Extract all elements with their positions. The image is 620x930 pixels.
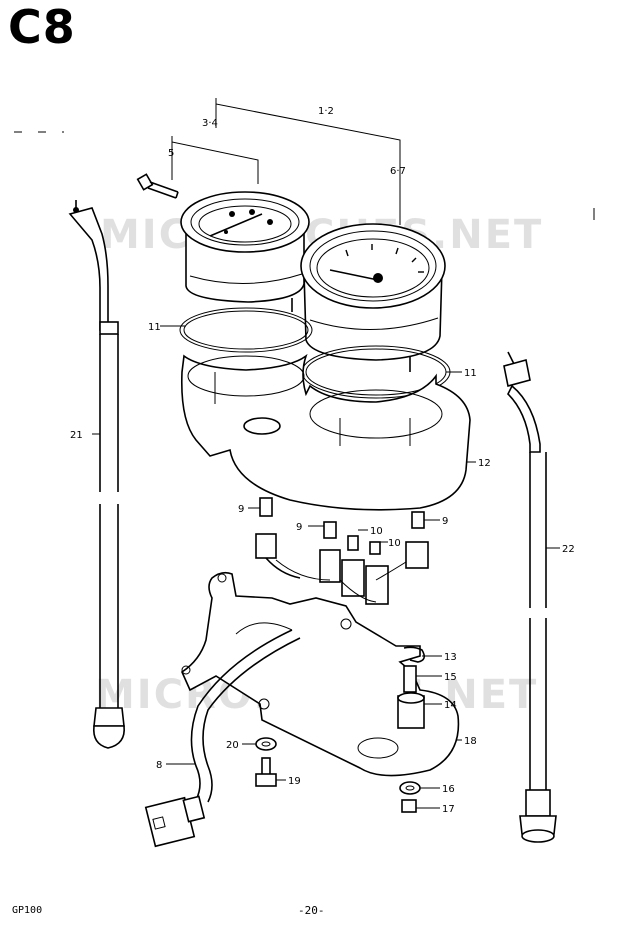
part-10-socket-b [365,541,389,605]
callout-12: 12 [478,458,491,469]
part-15-spacer [403,665,417,693]
callout-8: 8 [156,760,162,771]
callout-20: 20 [226,740,239,751]
footer-page-number: -20- [298,904,325,917]
callout-9-b: 9 [296,522,302,533]
callout-22: 22 [562,544,575,555]
callout-9-c: 9 [442,516,448,527]
stray-marks [14,131,595,220]
part-8-wire-harness [144,629,301,848]
callout-1-2: 1·2 [318,106,334,117]
callout-17: 17 [442,804,455,815]
part-9-socket-b [319,521,341,583]
callout-9-a: 9 [238,504,244,515]
callout-10-a: 10 [370,526,383,537]
part-17-nut [401,799,417,813]
part-9-socket-a [255,497,301,579]
callout-11-left: 11 [148,322,161,333]
bracket-3-4 [171,136,259,184]
part-20-washer [255,737,277,751]
callout-13: 13 [444,652,457,663]
part-5-bulb [136,173,179,199]
callout-14: 14 [444,700,457,711]
part-11-ring-left [179,307,313,353]
gauge-right [300,223,446,372]
page-title: C8 [8,0,76,54]
part-16-washer [399,781,421,795]
part-19-bolt [255,757,277,787]
callout-5: 5 [168,148,174,159]
callout-15: 15 [444,672,457,683]
part-14-grommet [397,692,425,729]
socket-wires [275,559,407,603]
callout-16: 16 [442,784,455,795]
part-13-clip [403,646,426,663]
callout-6-7: 6·7 [390,166,406,177]
gauge-left [180,191,310,312]
callout-11-right: 11 [464,368,477,379]
callout-18: 18 [464,736,477,747]
part-10-socket-a [341,535,365,597]
part-12-meter-case [180,353,471,511]
callout-21: 21 [70,430,83,441]
part-9-socket-c [405,511,429,569]
callout-3-4: 3·4 [202,118,218,129]
part-18-bracket [180,571,460,777]
part-22-cable-right [503,351,557,843]
leader-lines [92,178,560,809]
footer-model-label: GP100 [12,905,43,916]
part-21-cable-left [68,200,125,749]
callout-10-b: 10 [388,538,401,549]
callout-19: 19 [288,776,301,787]
